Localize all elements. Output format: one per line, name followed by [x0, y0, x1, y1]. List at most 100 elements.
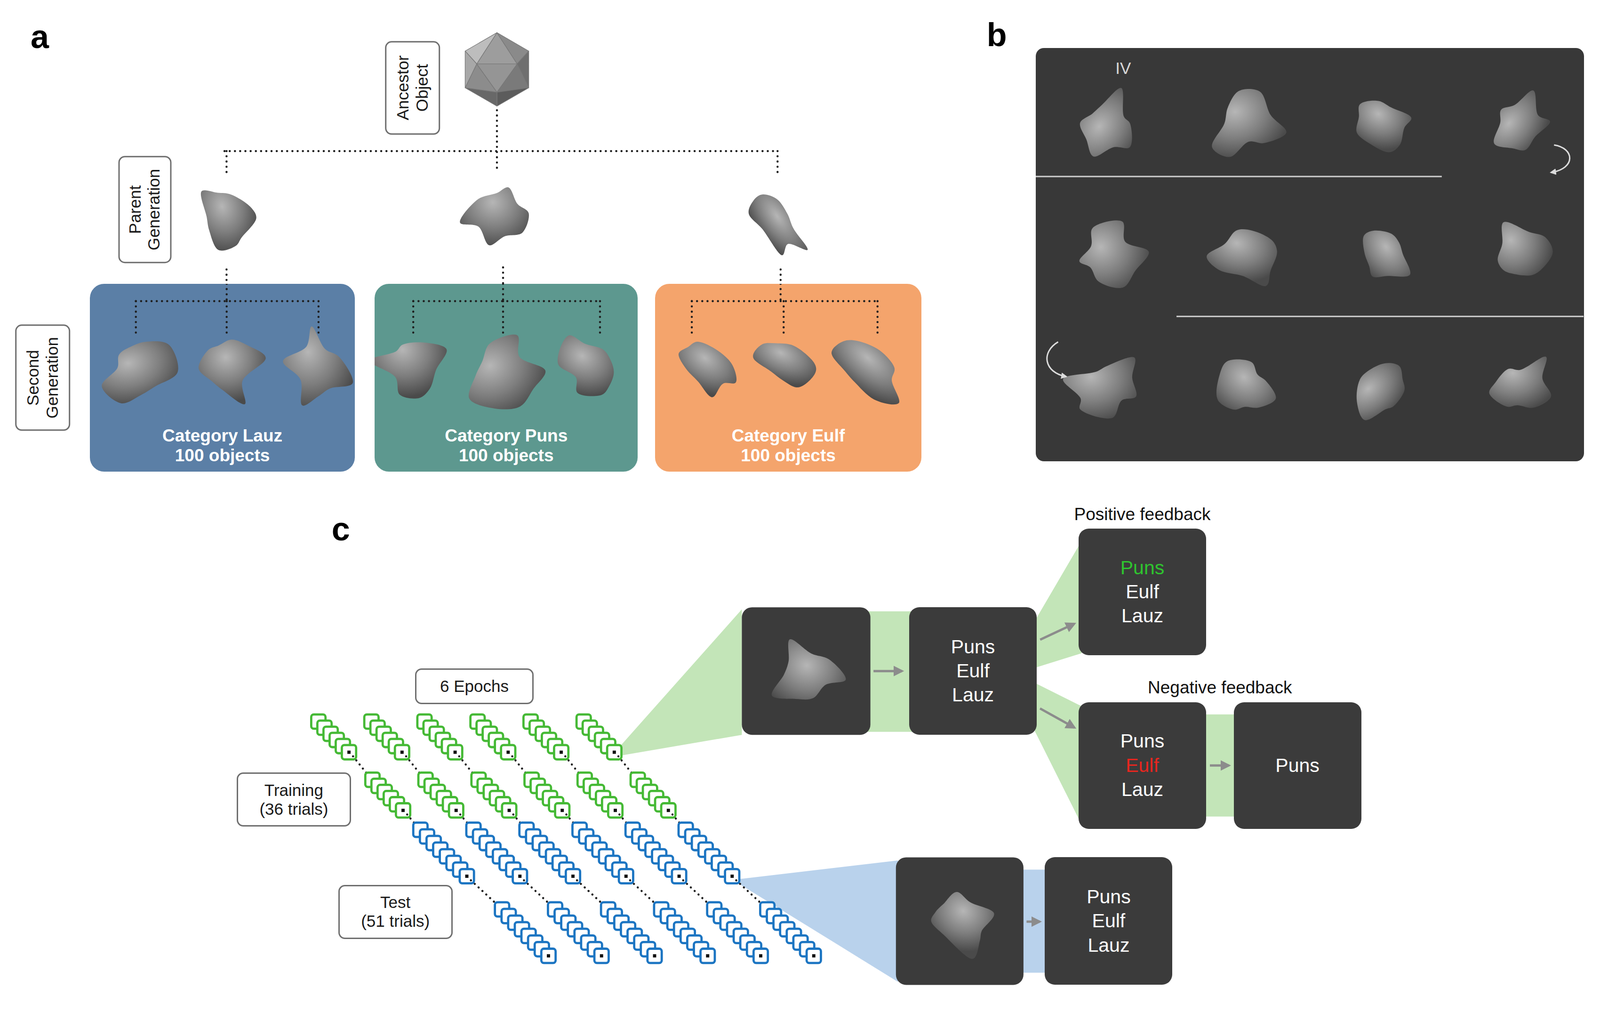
- lineage-line: [690, 301, 694, 337]
- trial-dot: [546, 953, 551, 958]
- response-option: Puns: [1049, 884, 1168, 909]
- response-option: Lauz: [1049, 933, 1168, 958]
- label-box: Test(51 trials): [338, 884, 453, 939]
- object-shape: [668, 332, 745, 404]
- object-shape: [198, 178, 263, 253]
- lineage-line: [225, 301, 228, 337]
- object-shape: [1483, 208, 1560, 287]
- zoom-band: [732, 860, 898, 982]
- trial-dot: [347, 750, 351, 754]
- trial-square: [512, 868, 528, 883]
- render-panel: IV: [1035, 48, 1584, 462]
- stimulus-box: [896, 856, 1024, 985]
- illustration: [1035, 48, 1584, 462]
- trial-square: [448, 803, 464, 818]
- divider-line: [1176, 315, 1584, 318]
- trial-square: [555, 803, 570, 818]
- feedback-heading: Positive feedback: [1073, 504, 1211, 525]
- zoom-band: [867, 611, 914, 732]
- trial-dot: [612, 750, 616, 754]
- panel-letter: b: [986, 18, 1008, 52]
- lineage-line: [782, 301, 785, 337]
- trial-dot: [677, 874, 681, 878]
- trial-dot: [613, 808, 617, 812]
- trial-square: [501, 744, 516, 760]
- trial-square: [672, 868, 687, 883]
- divider-line: [1035, 176, 1442, 178]
- response-option: Eulf: [1083, 753, 1202, 778]
- object-shape: [1068, 81, 1156, 171]
- category-count: 100 objects: [94, 445, 351, 466]
- lineage-line: [776, 151, 779, 176]
- object-shape: [453, 327, 554, 423]
- trial-square: [395, 803, 410, 818]
- trial-dot: [453, 750, 457, 754]
- feedback-heading: Negative feedback: [1147, 677, 1292, 698]
- trial-square: [608, 803, 623, 818]
- zoom-band: [1020, 869, 1048, 973]
- trial-dot: [518, 874, 522, 878]
- response-box: Positive feedbackPunsEulfLauz: [1078, 528, 1207, 656]
- trial-square: [806, 948, 821, 963]
- object-shape: [544, 329, 624, 405]
- trial-dot: [600, 953, 604, 958]
- box-label: Ancestor Object: [393, 47, 432, 129]
- connector-arrow: [1209, 764, 1230, 767]
- object-shape: [768, 638, 853, 719]
- flow-arrow: [1026, 920, 1040, 923]
- label-box: Parent Generation: [118, 156, 172, 264]
- box-label: (51 trials): [344, 911, 447, 931]
- panel-letter: a: [30, 20, 49, 54]
- ancestor-facet: [496, 87, 529, 106]
- trial-dot: [506, 750, 510, 754]
- trial-square: [725, 868, 740, 883]
- object-shape: [1203, 349, 1284, 429]
- rotation-arrow: [1551, 144, 1570, 173]
- trial-dot: [465, 874, 469, 878]
- trial-square: [448, 744, 463, 760]
- box-label: (36 trials): [242, 799, 345, 819]
- label-box: Second Generation: [15, 324, 71, 432]
- flow-arrow: [873, 669, 903, 672]
- category-count: 100 objects: [379, 445, 633, 466]
- category-box: Category Puns100 objects: [374, 283, 638, 472]
- object-shape: [192, 332, 269, 407]
- panel-numeral: IV: [1115, 58, 1131, 79]
- trial-square: [618, 868, 633, 883]
- response-option: Puns: [1083, 728, 1202, 753]
- response-option: Puns: [913, 634, 1032, 659]
- trial-dot: [400, 750, 404, 754]
- trial-dot: [705, 953, 710, 958]
- lineage-line: [876, 301, 880, 337]
- trial-square: [661, 803, 676, 818]
- response-box: Negative feedbackPunsEulfLauz: [1078, 702, 1207, 829]
- trial-dot: [560, 808, 564, 812]
- object-shape: [1063, 356, 1137, 419]
- trial-square: [459, 868, 474, 883]
- lineage-line: [134, 301, 137, 337]
- lineage-line: [779, 269, 783, 284]
- ancestor-facet: [464, 50, 477, 88]
- stimulus-box: [741, 607, 871, 735]
- category-name: Category Eulf: [659, 425, 917, 447]
- category-box: Category Eulf100 objects: [655, 283, 922, 472]
- zoom-band: [1032, 540, 1082, 669]
- object-shape: [280, 323, 355, 408]
- connector-arrow: [1040, 623, 1075, 640]
- box-label: 6 Epochs: [421, 676, 528, 696]
- lineage-line: [225, 269, 228, 284]
- category-count: 100 objects: [659, 445, 917, 466]
- object-shape: [374, 320, 449, 406]
- zoom-band: [1032, 681, 1082, 825]
- connector-arrow: [1040, 708, 1075, 728]
- lineage-line: [412, 301, 415, 337]
- trial-square: [594, 948, 609, 963]
- box-label: Second Generation: [24, 330, 63, 425]
- trial-dot: [507, 808, 512, 812]
- box-label: Test: [344, 892, 447, 912]
- object-shape: [1344, 91, 1415, 158]
- trial-square: [700, 948, 715, 963]
- trial-dot: [666, 808, 671, 812]
- response-option: Puns: [1238, 753, 1357, 778]
- object-shape: [924, 884, 1003, 960]
